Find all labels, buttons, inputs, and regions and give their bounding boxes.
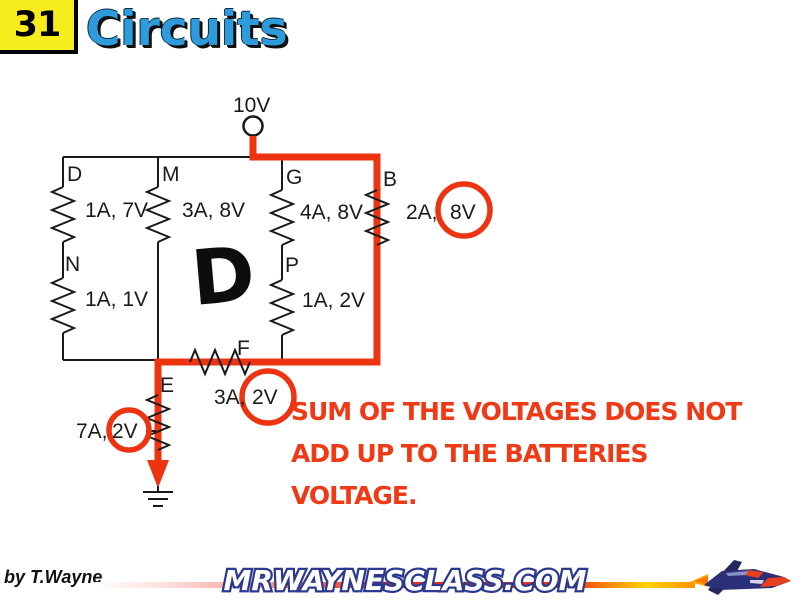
circle-annotation-e-voltage [106, 407, 152, 453]
author-byline: by T.Wayne [4, 567, 103, 587]
resistor-value-n: 1A, 1V [85, 288, 148, 311]
resistor-label-f: F [237, 337, 250, 360]
circuit-resistors-over-red [144, 189, 391, 492]
site-banner: MRWAYNESCLASS.COM [221, 562, 589, 599]
circuit-wires [49, 156, 377, 362]
annotation-line-2: add up to the batteries [291, 439, 649, 468]
resistor-value-g: 4A, 8V [300, 201, 363, 224]
resistor-label-n: N [65, 253, 80, 276]
resistor-label-p: P [285, 254, 299, 277]
resistor-value-b-voltage: 8V [450, 201, 476, 224]
circle-annotation-b-voltage [435, 181, 493, 239]
resistor-label-b: B [383, 168, 397, 191]
circle-annotation-f-voltage [239, 368, 297, 426]
resistor-label-g: G [286, 166, 302, 189]
resistor-value-p: 1A, 2V [302, 289, 365, 312]
resistor-value-e-voltage: 2V [112, 420, 138, 443]
battery-terminal-icon [242, 115, 264, 137]
annotation-line-1: Sum of the voltages does not [291, 397, 742, 426]
resistor-value-e-current: 7A, [76, 420, 108, 443]
current-arrowhead [147, 460, 169, 488]
highlighted-loop-path [147, 136, 381, 488]
annotation-text: Sum of the voltages does not add up to t… [291, 391, 781, 517]
footer-gradient-rule [95, 582, 695, 588]
resistor-label-m: M [162, 163, 180, 186]
slide-number: 31 [13, 5, 62, 45]
slide-number-box: 31 [0, 0, 78, 54]
resistor-label-d: D [67, 163, 82, 186]
site-name: MRWAYNESCLASS.COM [223, 564, 586, 597]
resistor-value-f-voltage: 2V [252, 386, 278, 409]
page-title: Circuits [86, 2, 288, 57]
resistor-value-d: 1A, 7V [85, 199, 148, 222]
battery-voltage-label: 10V [233, 94, 270, 117]
annotation-line-3: voltage. [291, 481, 418, 510]
resistor-label-e: E [160, 374, 174, 397]
resistor-value-m: 3A, 8V [182, 199, 245, 222]
jet-logo-icon [690, 560, 791, 595]
ground-icon [143, 491, 173, 507]
resistor-value-f-current: 3A, [214, 386, 246, 409]
resistor-value-b-current: 2A, [406, 201, 438, 224]
center-region-label: D [188, 229, 259, 323]
